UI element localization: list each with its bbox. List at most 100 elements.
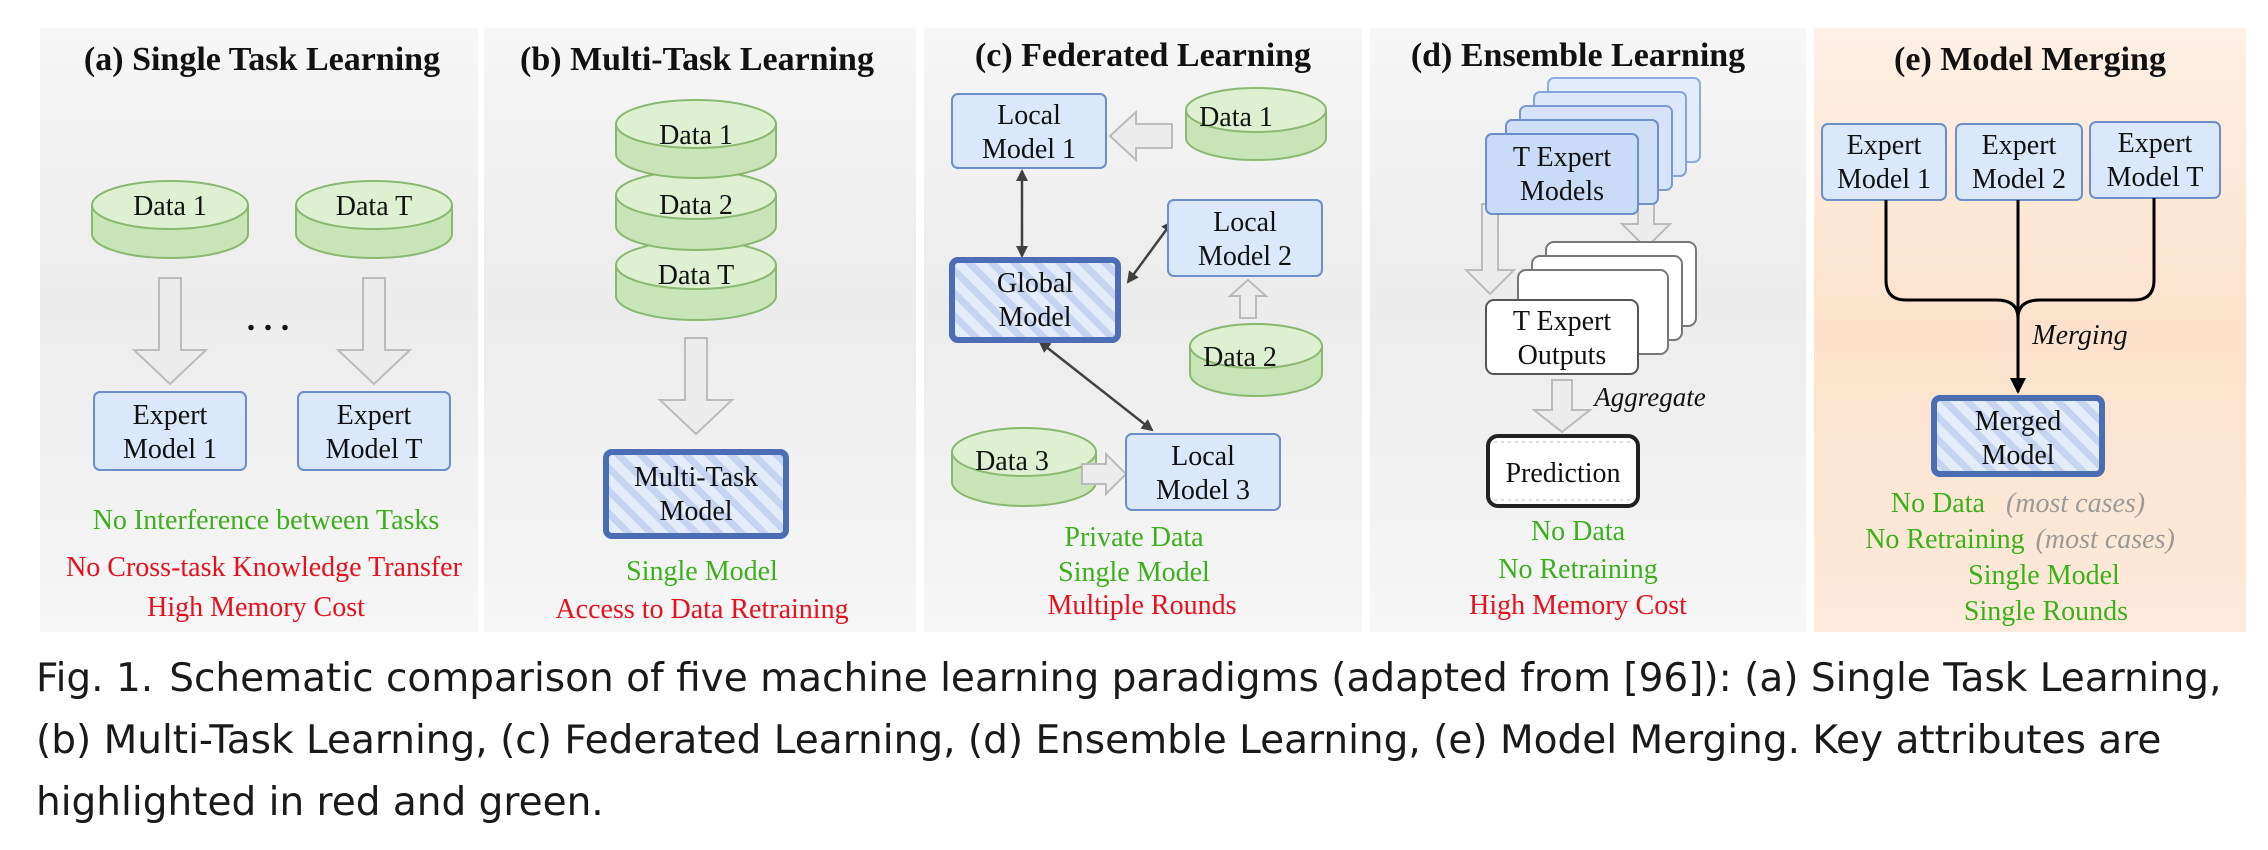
- green-attribute-single-model: Single Model: [1968, 560, 2120, 591]
- local-model-3-line1: Local: [1171, 441, 1235, 472]
- arrow-down-b: [657, 337, 735, 436]
- expert-model-1-line2: Model 1: [123, 434, 217, 465]
- expert-model-1-box: Expert Model 1: [93, 391, 247, 471]
- merged-model-box: Merged Model: [1931, 395, 2105, 477]
- local-model-3-box: Local Model 3: [1125, 433, 1281, 511]
- prediction-label: Prediction: [1505, 458, 1620, 489]
- merge-expert-2-line1: Expert: [1982, 130, 2057, 161]
- caption-label: Fig. 1.: [36, 656, 154, 701]
- data-1-label: Data 1: [133, 191, 207, 222]
- merge-expert-2-line2: Model 2: [1972, 164, 2066, 195]
- arrow-down-1: [131, 277, 209, 386]
- red-attribute: High Memory Cost: [1469, 590, 1687, 621]
- stack-data-t: Data T: [615, 240, 777, 321]
- merge-connectors: [1884, 198, 2156, 394]
- arrow-data2-to-local2: [1227, 278, 1269, 319]
- merge-expert-t-box: Expert Model T: [2089, 121, 2221, 199]
- arrow-down-t: [335, 277, 413, 386]
- expert-models-stack: T Expert Models: [1485, 77, 1701, 215]
- fed-data-2-label: Data 2: [1203, 342, 1277, 373]
- global-model-line1: Global: [997, 268, 1073, 299]
- arrow-aggregate: [1531, 379, 1593, 434]
- stack-data-1: Data 1: [615, 99, 777, 179]
- most-cases-note-1: (most cases): [2006, 488, 2145, 519]
- panel-c-title: (c) Federated Learning: [975, 37, 1311, 74]
- figure-caption: Fig. 1.Schematic comparison of five mach…: [36, 648, 2236, 834]
- panel-b-title: (b) Multi-Task Learning: [520, 41, 874, 78]
- green-attribute-1: Private Data: [1064, 522, 1204, 553]
- aggregate-label: Aggregate: [1592, 382, 1705, 412]
- red-attribute: Access to Data Retraining: [555, 594, 848, 625]
- no-retraining-text: No Retraining: [1865, 524, 2024, 555]
- green-attribute-single-rounds: Single Rounds: [1964, 596, 2128, 627]
- expert-model-t-box: Expert Model T: [297, 391, 451, 471]
- green-attribute-1: No Data: [1531, 516, 1626, 547]
- green-attribute: Single Model: [626, 556, 778, 587]
- global-model-line2: Model: [998, 302, 1071, 333]
- data-cylinder-t: Data T: [295, 180, 453, 259]
- fed-data-cylinder-2: Data 2: [1189, 323, 1323, 397]
- fed-data-1-label: Data 1: [1199, 102, 1273, 133]
- green-attribute-nodata: No Data (most cases): [1891, 488, 2145, 519]
- expert-model-t-line1: Expert: [337, 400, 412, 431]
- ellipsis-dots: . . .: [247, 301, 290, 338]
- data-t-label: Data T: [336, 191, 412, 222]
- multi-task-model-line1: Multi-Task: [634, 462, 758, 493]
- caption-text: Schematic comparison of five machine lea…: [36, 656, 2222, 825]
- panel-multi-task: (b) Multi-Task Learning Data T Data 2 Da…: [484, 28, 916, 632]
- fed-data-cylinder-1: Data 1: [1185, 87, 1327, 161]
- prediction-box: Prediction: [1486, 434, 1640, 508]
- no-data-text: No Data: [1891, 488, 1986, 519]
- panel-single-task: (a) Single Task Learning Data 1 Data T .…: [40, 28, 478, 632]
- red-attribute-1: No Cross-task Knowledge Transfer: [66, 552, 463, 583]
- green-attribute-2: No Retraining: [1498, 554, 1657, 585]
- local-model-1-line2: Model 1: [982, 134, 1076, 165]
- expert-outputs-line1: T Expert: [1513, 306, 1611, 337]
- merge-expert-1-line1: Expert: [1847, 130, 1922, 161]
- local-model-2-line2: Model 2: [1198, 241, 1292, 272]
- fed-data-cylinder-3: Data 3: [951, 427, 1097, 507]
- global-model-box: Global Model: [949, 257, 1121, 343]
- red-attribute: Multiple Rounds: [1047, 590, 1236, 621]
- panel-a-title: (a) Single Task Learning: [84, 41, 440, 78]
- expert-model-1-line1: Expert: [133, 400, 208, 431]
- multi-task-model-box: Multi-Task Model: [603, 449, 789, 539]
- stack-data-2: Data 2: [615, 170, 777, 251]
- merge-expert-2-box: Expert Model 2: [1955, 123, 2083, 201]
- figure-diagram: (a) Single Task Learning Data 1 Data T .…: [40, 28, 2246, 632]
- stack-data-2-label: Data 2: [659, 190, 733, 221]
- panel-a-background: [40, 28, 478, 632]
- stack-data-1-label: Data 1: [659, 120, 733, 151]
- panel-model-merging: (e) Model Merging Expert Model 1 Expert …: [1814, 28, 2246, 632]
- panel-e-title: (e) Model Merging: [1894, 41, 2166, 78]
- green-attribute-noretraining: No Retraining (most cases): [1865, 524, 2175, 555]
- local-model-2-box: Local Model 2: [1167, 199, 1323, 277]
- fed-data-3-label: Data 3: [975, 446, 1049, 477]
- stack-data-t-label: Data T: [658, 260, 734, 291]
- merge-expert-t-line1: Expert: [2118, 128, 2193, 159]
- local-model-1-line1: Local: [997, 100, 1061, 131]
- link-global-local3: [1038, 340, 1154, 432]
- panel-federated: (c) Federated Learning Local Model 1 Dat…: [924, 28, 1362, 632]
- arrow-data3-to-local3: [1081, 451, 1128, 497]
- multi-task-model-line2: Model: [659, 496, 732, 527]
- panel-ensemble: (d) Ensemble Learning T Expert Models T …: [1370, 28, 1806, 632]
- merge-expert-1-line2: Model 1: [1837, 164, 1931, 195]
- merge-expert-1-box: Expert Model 1: [1821, 123, 1947, 201]
- link-global-local2: [1126, 220, 1174, 284]
- green-attribute: No Interference between Tasks: [93, 505, 440, 536]
- panel-d-title: (d) Ensemble Learning: [1411, 37, 1745, 74]
- arrow-data1-to-local1: [1108, 109, 1173, 163]
- expert-outputs-line2: Outputs: [1518, 340, 1607, 371]
- merge-expert-t-line2: Model T: [2107, 162, 2204, 193]
- local-model-3-line2: Model 3: [1156, 475, 1250, 506]
- expert-model-t-line2: Model T: [326, 434, 423, 465]
- red-attribute-2: High Memory Cost: [147, 592, 365, 623]
- merged-model-line2: Model: [1981, 440, 2054, 471]
- expert-models-line1: T Expert: [1513, 142, 1611, 173]
- expert-outputs-stack: T Expert Outputs: [1485, 241, 1697, 375]
- local-model-2-line1: Local: [1213, 207, 1277, 238]
- data-cylinder-1: Data 1: [91, 180, 249, 259]
- expert-models-line2: Models: [1520, 176, 1604, 207]
- green-attribute-2: Single Model: [1058, 557, 1210, 588]
